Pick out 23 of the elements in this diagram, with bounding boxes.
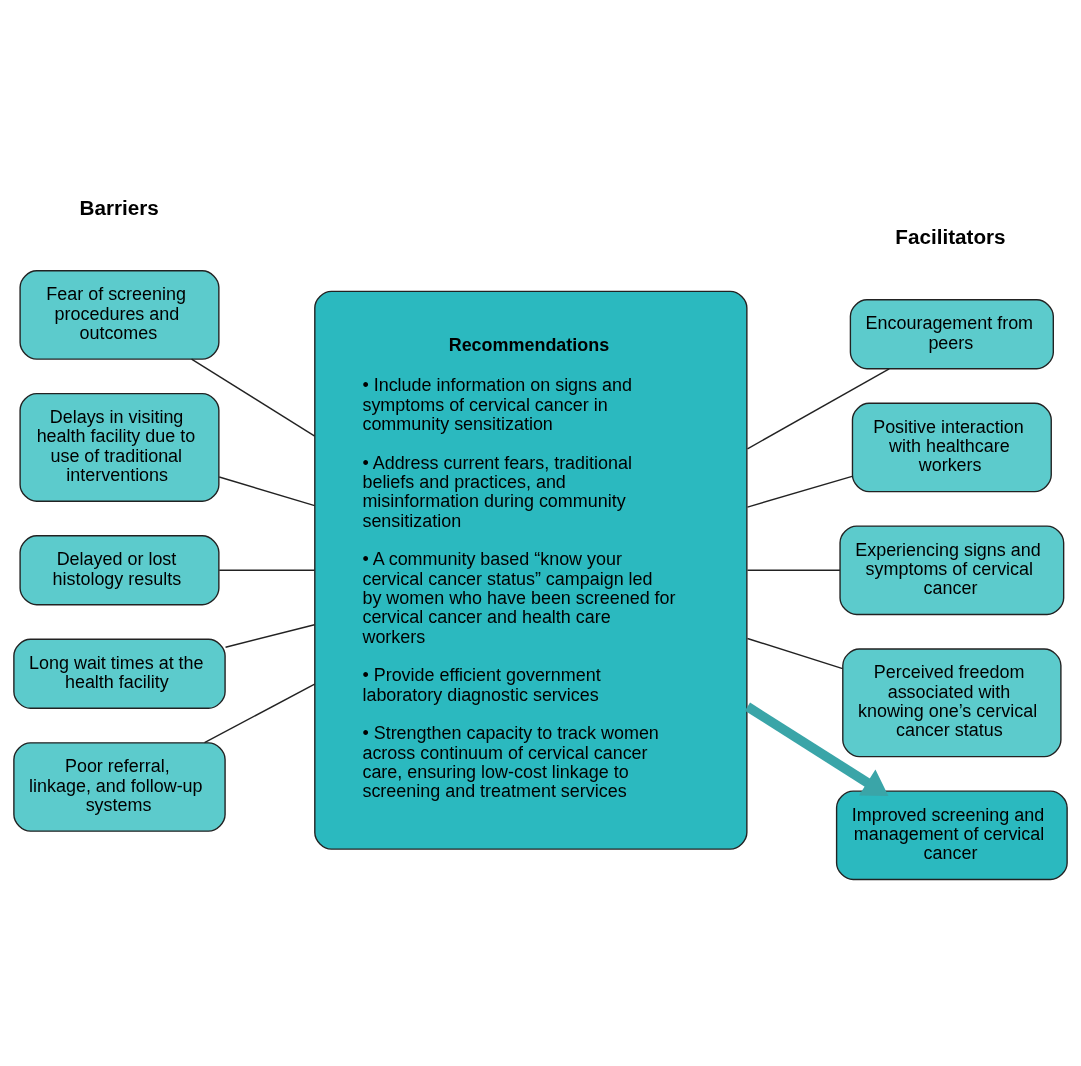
label: Barriers — [79, 195, 159, 219]
connector — [746, 637, 844, 670]
arrow — [744, 702, 889, 796]
node-box: Delayed or lost histology results — [19, 535, 220, 606]
node-box: Delays in visiting health facility due to use of traditional interventions — [19, 392, 220, 502]
node-box: Perceived freedom associated with knowing one’s cervical cancer status — [842, 648, 1062, 758]
node-box: Recommendations • Include information on signs and symptoms of cervical cancer in community sensitization • Address current fears, traditional beliefs and practices, and misinformation during community sensitization • A community based “know your cervical cancer status” campaign led by women who have been screened for cervical cancer and health care workers • Provide efficient government laboratory diagnostic services • Strengthen capacity to track women across continuum of cervical cancer care, ensuring low-cost linkage to screening and treatment services — [314, 290, 748, 850]
connector — [190, 358, 316, 437]
node-box: Encouragement from peers — [849, 299, 1054, 370]
node-box: Improved screening and management of cervical cancer — [835, 790, 1068, 881]
connector — [224, 624, 316, 648]
node-box: Experiencing signs and symptoms of cervical cancer — [839, 525, 1065, 616]
node-box: Positive interaction with healthcare workers — [851, 402, 1052, 493]
connector — [203, 683, 316, 744]
label: Facilitators — [895, 224, 1006, 248]
connector — [746, 475, 853, 508]
node-box: Fear of screening procedures and outcomes — [19, 270, 220, 360]
node-box: Long wait times at the health facility — [13, 638, 226, 709]
connector — [746, 569, 841, 571]
node-box: Poor referral, linkage, and follow-up systems — [13, 742, 226, 832]
connector — [218, 476, 316, 507]
connector — [218, 569, 316, 571]
connector — [746, 368, 890, 450]
